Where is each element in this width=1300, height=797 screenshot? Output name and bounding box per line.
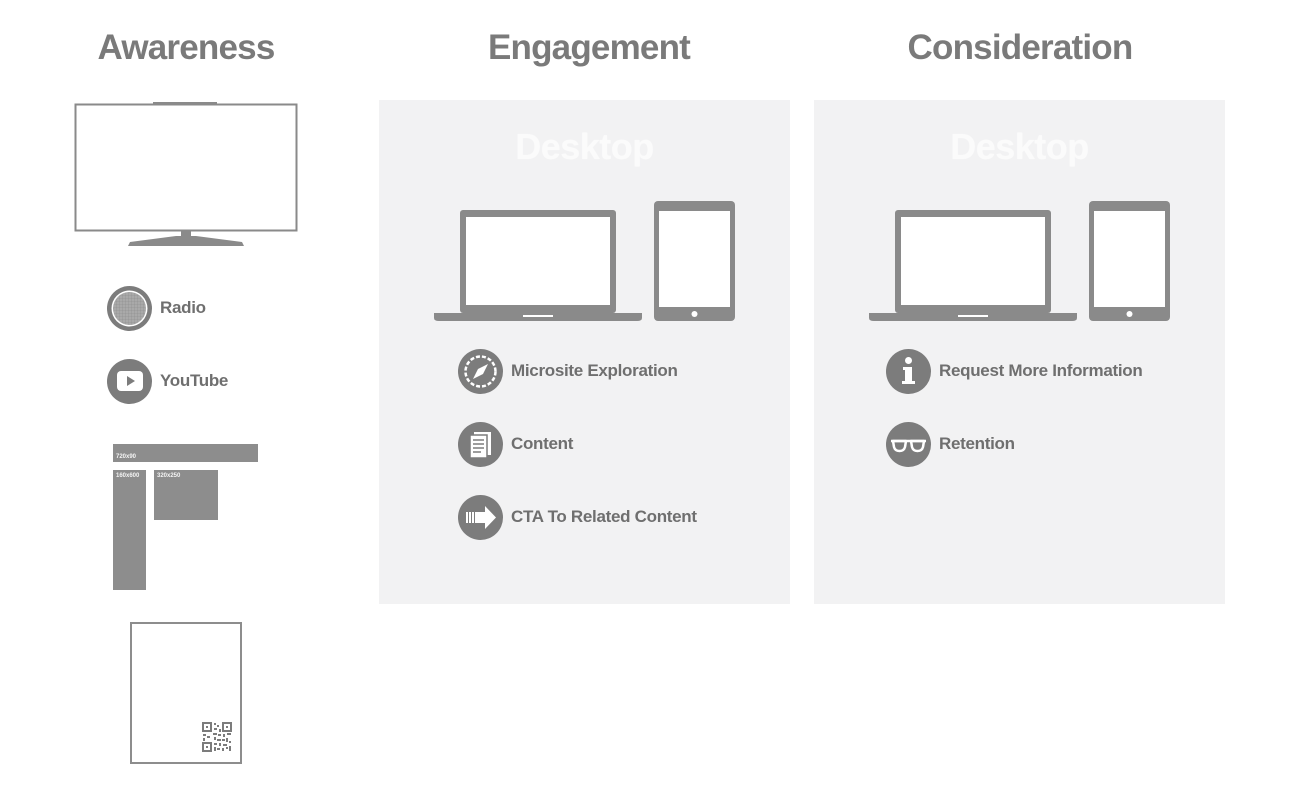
consideration-item-request-info: Request More Information [886,348,1143,394]
print-poster [130,622,242,764]
content-label: Content [511,434,574,453]
document-icon [458,421,503,467]
compass-icon [458,348,503,394]
radio-icon [107,285,152,331]
youtube-play-icon [107,358,152,404]
ad-unit-rectangle-label: 320x250 [157,473,181,479]
tv-icon [74,102,298,246]
glasses-icon [886,421,931,467]
engagement-panel: Desktop Microsite Exploration [379,100,790,604]
engagement-title: Engagement [487,28,691,67]
tablet-icon [654,201,735,321]
tablet-icon [1089,201,1170,321]
ad-unit-skyscraper-label: 160x600 [116,473,140,479]
cta-label: CTA To Related Content [511,507,697,526]
ad-unit-skyscraper: 160x600 [113,470,146,590]
arrow-right-icon [458,494,503,540]
consideration-panel-label: Desktop [950,126,1089,167]
retention-label: Retention [939,434,1015,453]
request-info-label: Request More Information [939,361,1143,380]
awareness-item-radio: Radio [107,285,206,331]
engagement-panel-label: Desktop [515,126,654,167]
awareness-item-youtube: YouTube [107,358,228,404]
engagement-item-microsite: Microsite Exploration [458,348,678,394]
radio-label: Radio [160,298,206,317]
ad-unit-leaderboard-label: 720x90 [116,454,137,460]
engagement-item-cta: CTA To Related Content [458,494,697,540]
consideration-item-retention: Retention [886,421,1015,467]
qr-code-icon [202,722,232,752]
engagement-item-content: Content [458,421,573,467]
laptop-icon [434,210,642,321]
info-icon [886,348,931,394]
consideration-title: Consideration [907,28,1134,67]
microsite-label: Microsite Exploration [511,361,678,380]
ad-unit-leaderboard: 720x90 [113,444,258,462]
youtube-label: YouTube [160,371,229,390]
ad-unit-rectangle: 320x250 [154,470,218,520]
laptop-icon [869,210,1077,321]
consideration-panel: Desktop Request More Information Retent [814,100,1225,604]
awareness-title: Awareness [97,28,276,67]
